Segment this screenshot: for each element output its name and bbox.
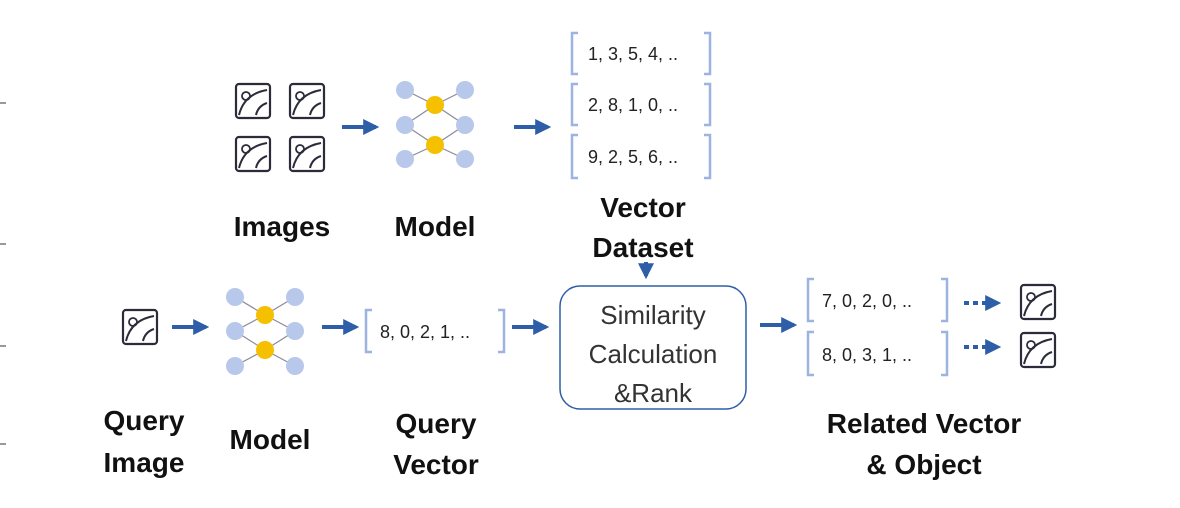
query-vector-label-line1: Query	[396, 408, 477, 439]
neural-network-icon	[396, 81, 474, 168]
image-icon	[234, 82, 272, 120]
query-image-label-line1: Query	[104, 405, 185, 436]
query-vector-label-line2: Vector	[393, 449, 479, 480]
dataset-label-line2: Dataset	[592, 232, 693, 263]
image-icon	[1019, 283, 1057, 321]
similarity-box	[559, 285, 747, 410]
image-icon	[121, 308, 159, 346]
similarity-line3: &Rank	[614, 378, 693, 408]
image-icon	[1019, 331, 1057, 369]
vector-dataset	[570, 31, 712, 180]
images-label: Images	[234, 211, 331, 242]
query-vector-value: 8, 0, 2, 1, ..	[380, 322, 470, 342]
related-label-line1: Related Vector	[827, 408, 1022, 439]
dataset-vector-2: 2, 8, 1, 0, ..	[588, 95, 678, 115]
dataset-vector-1: 1, 3, 5, 4, ..	[588, 44, 678, 64]
related-vector-2: 8, 0, 3, 1, ..	[822, 345, 912, 365]
related-vectors-brackets	[806, 277, 949, 377]
similarity-line2: Calculation	[589, 339, 718, 369]
similarity-line1: Similarity	[600, 300, 705, 330]
related-label-line2: & Object	[866, 449, 981, 480]
image-icon	[288, 82, 326, 120]
image-icon	[288, 135, 326, 173]
related-vector-1: 7, 0, 2, 0, ..	[822, 291, 912, 311]
dataset-label-line1: Vector	[600, 192, 686, 223]
image-icon	[234, 135, 272, 173]
images-group	[234, 82, 326, 173]
left-edge-ticks	[0, 102, 6, 445]
model-label-top: Model	[395, 211, 476, 242]
model-label-bottom: Model	[230, 424, 311, 455]
query-image-label-line2: Image	[104, 447, 185, 478]
neural-network-icon	[226, 288, 304, 375]
dataset-vector-3: 9, 2, 5, 6, ..	[588, 147, 678, 167]
query-vector-bracket	[364, 308, 506, 354]
